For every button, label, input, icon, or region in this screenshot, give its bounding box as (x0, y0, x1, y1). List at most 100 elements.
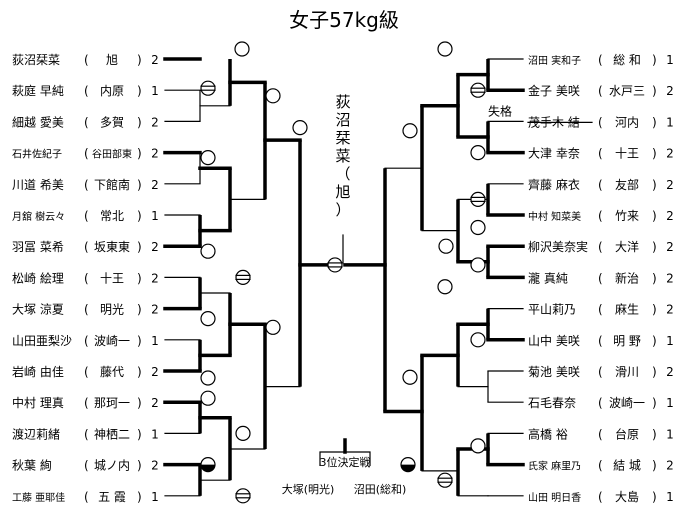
entry-name: 大津 幸奈 (528, 147, 580, 161)
bracket-paren: ( (84, 490, 89, 504)
bracket-paren: ( (598, 209, 603, 223)
bracket-paren: ( (598, 396, 603, 410)
entry-school: 明 野 (613, 334, 641, 348)
bracket-paren: ) (137, 365, 142, 379)
bracket-paren: ) (137, 115, 142, 129)
result-mark (470, 332, 486, 348)
result-mark (200, 311, 216, 327)
entry-seed: 1 (151, 427, 159, 441)
result-mark-fill (401, 464, 415, 472)
entry-name: 秋葉 絢 (12, 458, 52, 473)
result-mark (234, 41, 250, 57)
bracket-paren: ( (598, 240, 603, 254)
entry-name: 柳沢美奈実 (528, 239, 588, 254)
entry-school: 谷田部東 (92, 148, 132, 161)
entry-school: 五 霞 (98, 490, 126, 504)
entry-seed: 2 (666, 459, 674, 473)
result-mark (438, 238, 454, 254)
bracket-paren: ( (598, 178, 603, 192)
result-mark (235, 269, 251, 285)
entry-school: 友部 (615, 177, 639, 192)
entry-seed: 2 (666, 209, 674, 223)
result-mark (327, 257, 343, 273)
entry-school: 藤代 (100, 365, 124, 379)
bracket-paren: ( (84, 271, 89, 285)
entry-seed: 2 (151, 53, 159, 67)
bracket-paren: ) (652, 334, 657, 348)
entry-school: 大洋 (615, 239, 639, 254)
entry-seed: 1 (151, 334, 159, 348)
entry-seed: 1 (666, 53, 674, 67)
entry-school: 常北 (100, 209, 124, 223)
bracket-paren: ( (598, 53, 603, 67)
bracket-paren: ( (598, 115, 603, 129)
bracket-paren: ( (84, 396, 89, 410)
bracket-paren: ( (84, 240, 89, 254)
bracket-paren: ) (137, 427, 142, 441)
entry-name: 山中 美咲 (528, 333, 580, 348)
entry-name: 松崎 絵理 (12, 270, 64, 285)
bracket-paren: ) (137, 209, 142, 223)
forfeit-label: 失格 (488, 103, 512, 118)
entry-name: 平山莉乃 (528, 303, 576, 317)
entry-seed: 2 (666, 147, 674, 161)
result-mark (265, 88, 281, 104)
entry-name: 齊藤 麻衣 (528, 177, 580, 192)
champion-char: 荻 (335, 93, 350, 111)
bracket-paren: ) (652, 459, 657, 473)
entry-name: 氏家 麻里乃 (528, 460, 581, 473)
bracket-paren: ) (652, 53, 657, 67)
entry-name: 石毛春奈 (528, 396, 576, 410)
entry-seed: 1 (151, 84, 159, 98)
result-mark (200, 80, 216, 96)
entry-seed: 1 (151, 490, 159, 504)
bracket-paren: ( (598, 303, 603, 317)
entry-seed: 1 (666, 334, 674, 348)
bracket-paren: ) (137, 490, 142, 504)
result-mark (200, 150, 216, 166)
entry-name: 月舘 樹云々 (12, 210, 65, 223)
entry-name: 岩崎 由佳 (12, 364, 64, 379)
result-mark (200, 243, 216, 259)
result-mark (470, 191, 486, 207)
result-mark (437, 41, 453, 57)
bracket-paren: ( (84, 115, 89, 129)
entry-school: 城ノ内 (94, 459, 130, 473)
champion-char: 菜 (335, 147, 350, 165)
bracket-paren: ) (137, 271, 142, 285)
bracket-paren: ) (652, 365, 657, 379)
bracket-paren: ) (652, 147, 657, 161)
bracket-paren: ) (137, 84, 142, 98)
bracket-paren: ( (598, 427, 603, 441)
entry-seed: 2 (151, 459, 159, 473)
bracket-paren: ( (84, 147, 89, 161)
entry-name: 細越 愛美 (12, 115, 64, 129)
bracket-paren: ( (84, 334, 89, 348)
entry-seed: 2 (666, 303, 674, 317)
bracket-paren: ( (84, 209, 89, 223)
entry-school: 滑川 (615, 365, 639, 379)
bracket-paren: ( (598, 459, 603, 473)
entry-name: 工藤 亜耶佳 (12, 491, 65, 504)
bracket-paren: ) (652, 209, 657, 223)
entry-name: 中村 理真 (12, 395, 64, 410)
entry-name: 高橋 裕 (528, 426, 568, 441)
result-mark (200, 390, 216, 406)
entry-school: 内原 (100, 84, 124, 98)
champion-char: （ (335, 165, 350, 183)
bracket-paren: ) (137, 459, 142, 473)
entry-name: 渡辺莉緒 (12, 426, 60, 441)
result-mark (470, 82, 486, 98)
entry-school: 十王 (100, 271, 124, 285)
entry-name: 山田亜梨沙 (12, 334, 72, 348)
bracket-paren: ( (84, 53, 89, 67)
bracket-paren: ) (137, 240, 142, 254)
entry-school: 旭 (106, 53, 118, 67)
entry-school: 十王 (615, 147, 639, 161)
bracket-paren: ( (84, 459, 89, 473)
third-place-label: 3位決定戦 (320, 455, 371, 469)
entry-school: 明光 (100, 303, 124, 317)
bracket-paren: ) (137, 303, 142, 317)
result-mark (200, 370, 216, 386)
result-mark (437, 279, 453, 295)
